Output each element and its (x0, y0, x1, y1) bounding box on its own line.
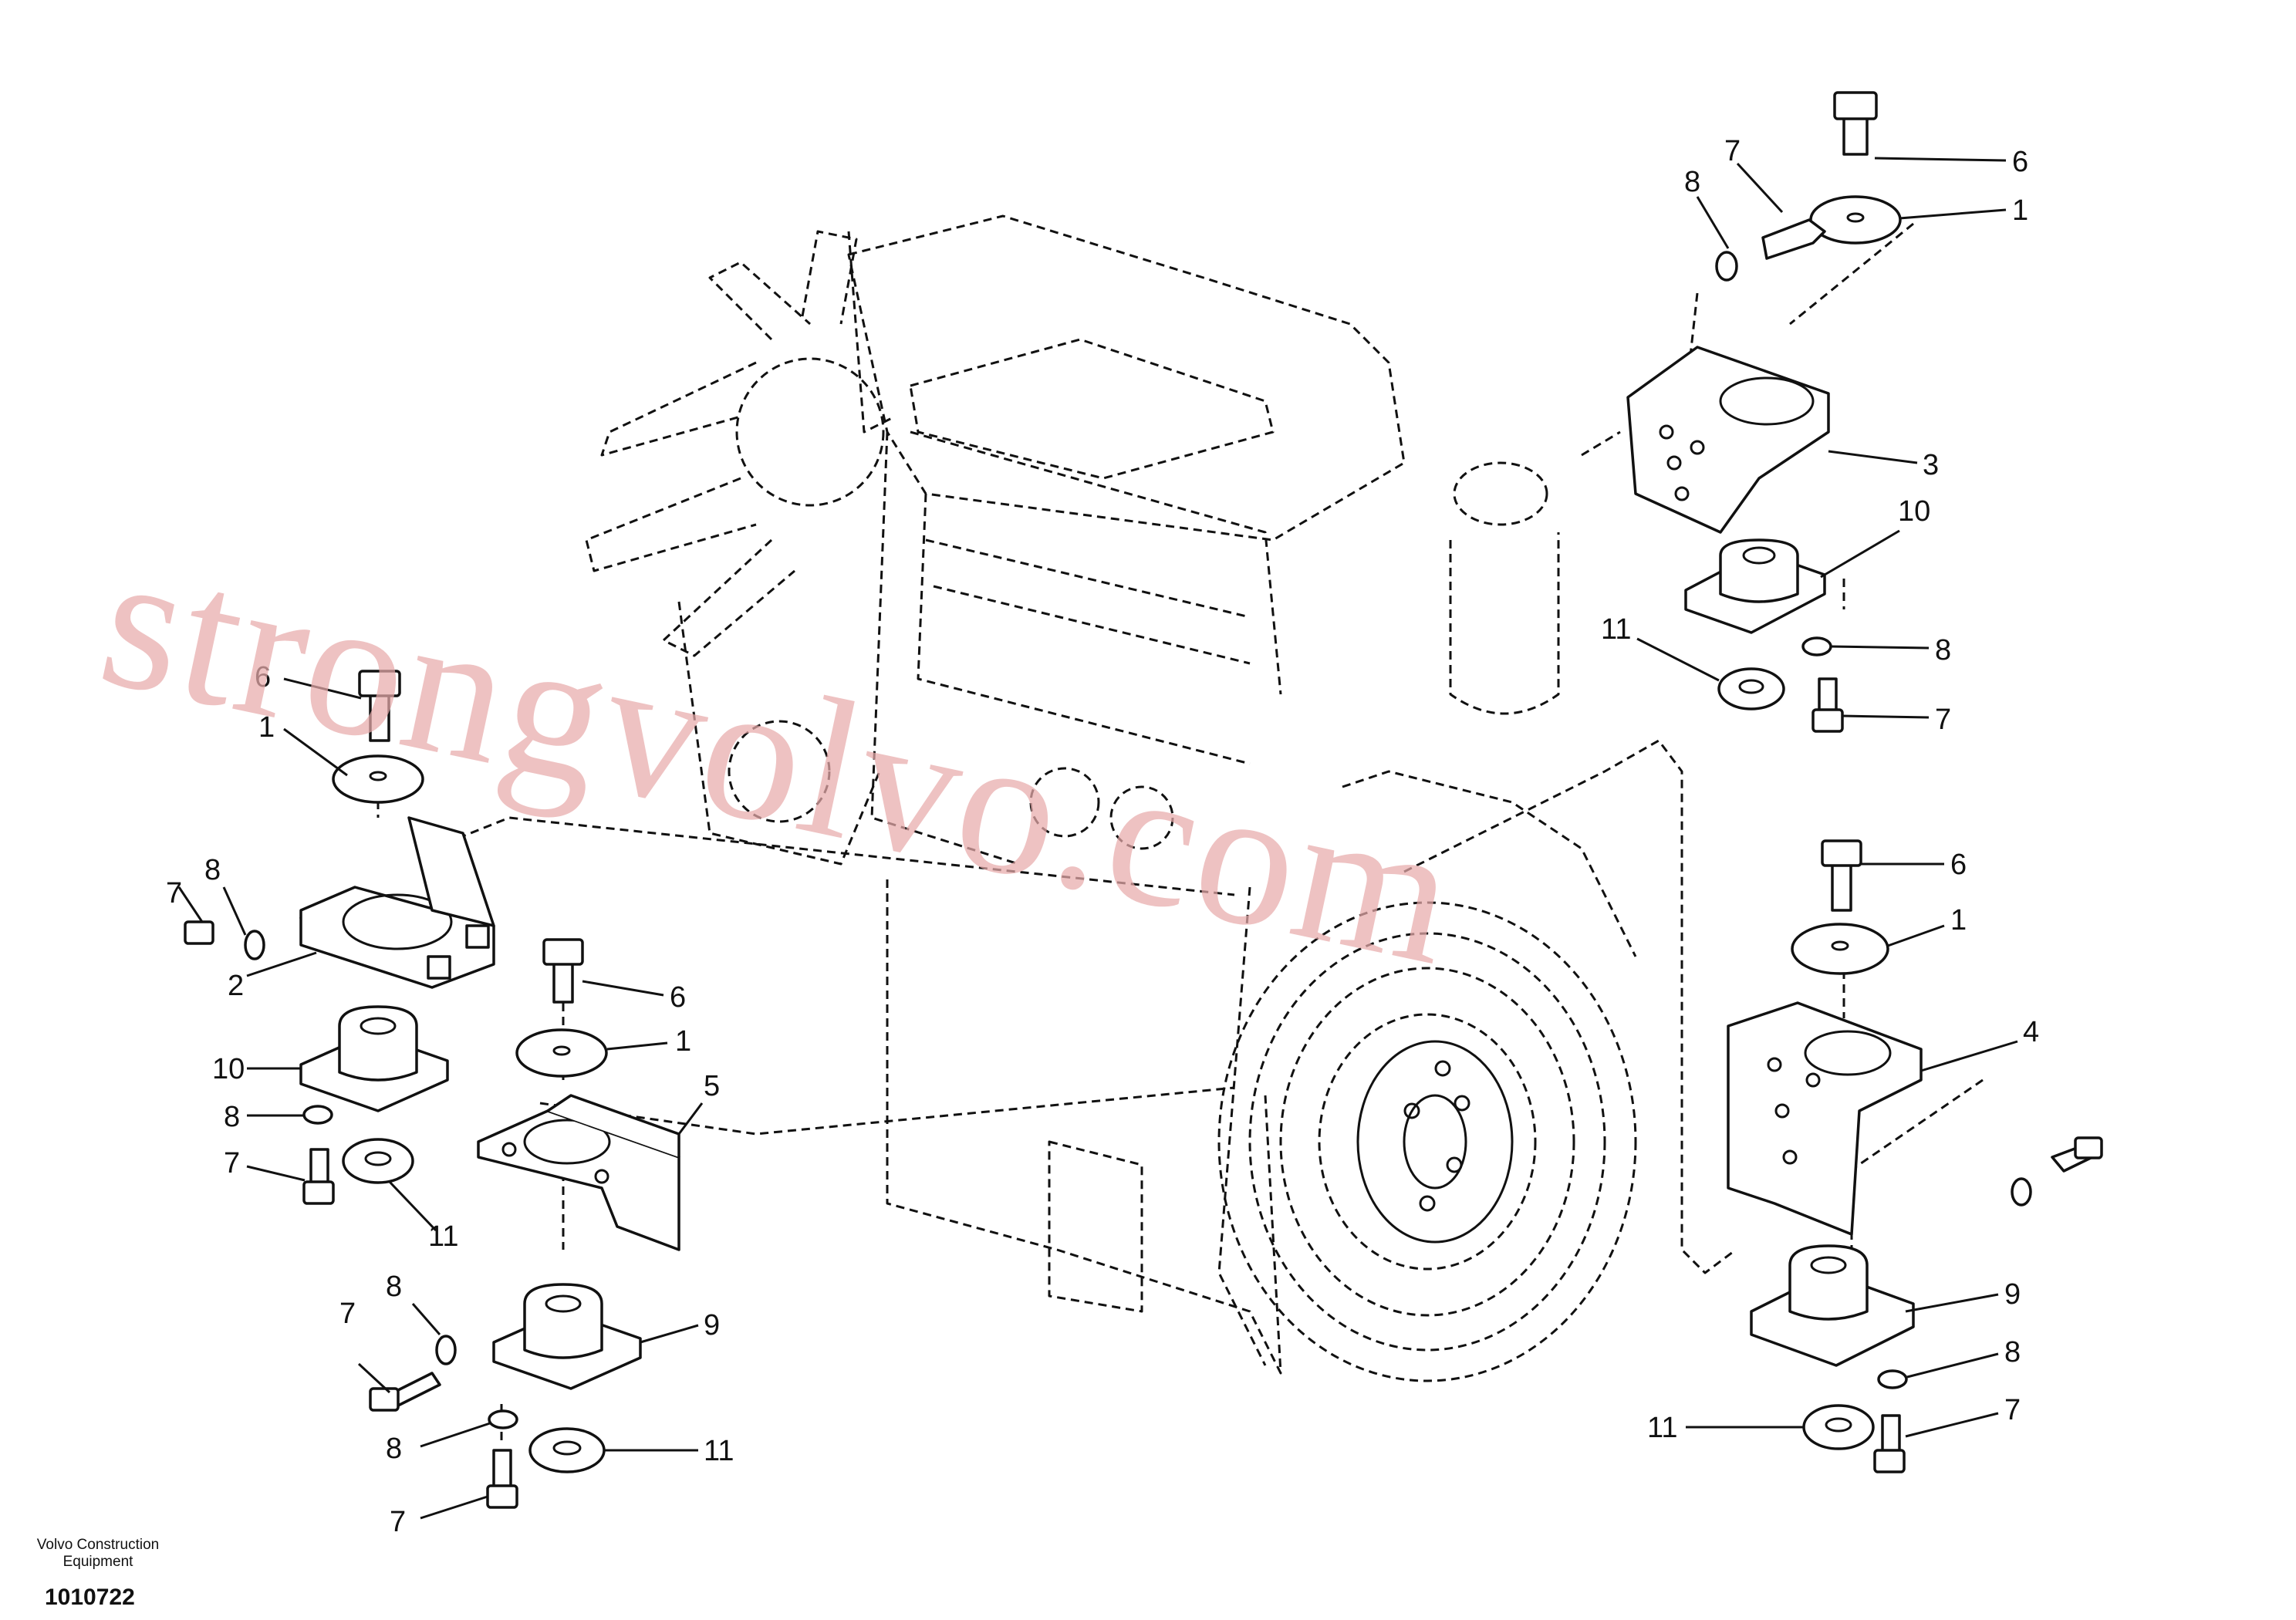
bolt-head-icon (302, 1180, 335, 1205)
bolt-icon (1842, 114, 1869, 156)
callout-l-6: 6 (255, 661, 271, 694)
spring-washer-icon (435, 1335, 457, 1365)
bolt-head-icon (1873, 1449, 1906, 1473)
brand-line-1: Volvo Construction (36, 1537, 160, 1553)
washer-icon (1802, 1404, 1875, 1450)
bolt-head-icon (358, 670, 401, 697)
leader-lines (177, 157, 2018, 1520)
spring-washer-icon (1801, 636, 1832, 656)
callout-l-11: 11 (428, 1220, 458, 1253)
callout-tr-3: 3 (1923, 449, 1939, 481)
brand-line-2: Equipment (62, 1554, 133, 1570)
spring-washer-icon (1715, 251, 1738, 282)
bolt-head-icon (542, 938, 584, 966)
washer-icon (1809, 195, 1902, 245)
callout-r-9: 9 (2004, 1278, 2021, 1311)
callout-tr-7: 7 (1724, 135, 1741, 167)
callout-tr-6: 6 (2012, 146, 2028, 178)
callout-l-1: 1 (258, 711, 275, 744)
bracket-icon (477, 1109, 680, 1251)
bolt-icon (492, 1449, 512, 1490)
callout-l-10: 10 (212, 1053, 245, 1085)
callout-tr-11: 11 (1601, 613, 1631, 646)
mount-group-center (369, 938, 680, 1509)
callout-r-7: 7 (2004, 1394, 2021, 1426)
washer-icon (528, 1427, 606, 1473)
callout-l-7b: 7 (224, 1147, 240, 1180)
bolt-icon (1818, 677, 1838, 714)
callout-r-1: 1 (1950, 904, 1967, 937)
spring-washer-icon (1877, 1369, 1908, 1389)
callout-c-1: 1 (675, 1025, 691, 1058)
bolt-head-icon (1833, 91, 1878, 120)
bolt-icon (1881, 1414, 1901, 1454)
callout-tr-8b: 8 (1935, 634, 1951, 667)
callout-c-8b: 8 (386, 1433, 402, 1465)
bracket-icon (1626, 346, 1830, 534)
bracket-icon (1727, 1001, 1923, 1236)
callout-tr-7b: 7 (1935, 704, 1951, 736)
callout-l-8b: 8 (224, 1101, 240, 1133)
mount-group-left (184, 670, 495, 1205)
callout-tr-10: 10 (1898, 495, 1930, 528)
callout-numbers: 6 1 7 8 3 10 11 8 7 6 1 8 7 2 10 8 7 11 … (166, 135, 2039, 1538)
drawing-number: 1010722 (45, 1585, 135, 1610)
bolt-icon (309, 1148, 329, 1186)
callout-c-9: 9 (704, 1309, 720, 1342)
callout-l-7: 7 (166, 877, 182, 910)
spring-washer-icon (302, 1105, 333, 1125)
washer-icon (342, 1138, 414, 1184)
callout-tr-8: 8 (1684, 166, 1700, 198)
spring-washer-icon (2011, 1177, 2032, 1207)
bolt-icon (369, 691, 390, 742)
washer-icon (515, 1028, 608, 1078)
bolt-head-icon (486, 1484, 518, 1509)
mount-group-right (1727, 839, 2103, 1473)
callout-l-8: 8 (204, 854, 221, 886)
bolt-icon (1831, 862, 1852, 912)
spring-washer-icon (488, 1409, 518, 1429)
callout-tr-1: 1 (2012, 194, 2028, 227)
bolt-head-icon (1811, 708, 1844, 733)
callout-r-11: 11 (1647, 1412, 1677, 1444)
callout-c-5: 5 (704, 1070, 720, 1102)
callout-c-8: 8 (386, 1271, 402, 1303)
callout-c-11: 11 (704, 1435, 734, 1467)
callout-c-7: 7 (339, 1298, 356, 1330)
bolt-icon (552, 959, 574, 1004)
screw-icon (1761, 218, 1826, 260)
callout-l-2: 2 (228, 970, 244, 1002)
callout-r-4: 4 (2023, 1016, 2039, 1048)
bolt-head-icon (1821, 839, 1862, 867)
callout-c-7b: 7 (390, 1506, 406, 1538)
brand-label: Volvo Construction Equipment (9, 1537, 187, 1571)
callout-c-6: 6 (670, 981, 686, 1014)
mount-group-top-right (1626, 91, 1902, 733)
washer-icon (1717, 667, 1785, 710)
callout-r-6: 6 (1950, 849, 1967, 881)
engine-outline (585, 214, 1637, 1382)
spring-washer-icon (244, 930, 265, 960)
callout-r-8: 8 (2004, 1336, 2021, 1369)
